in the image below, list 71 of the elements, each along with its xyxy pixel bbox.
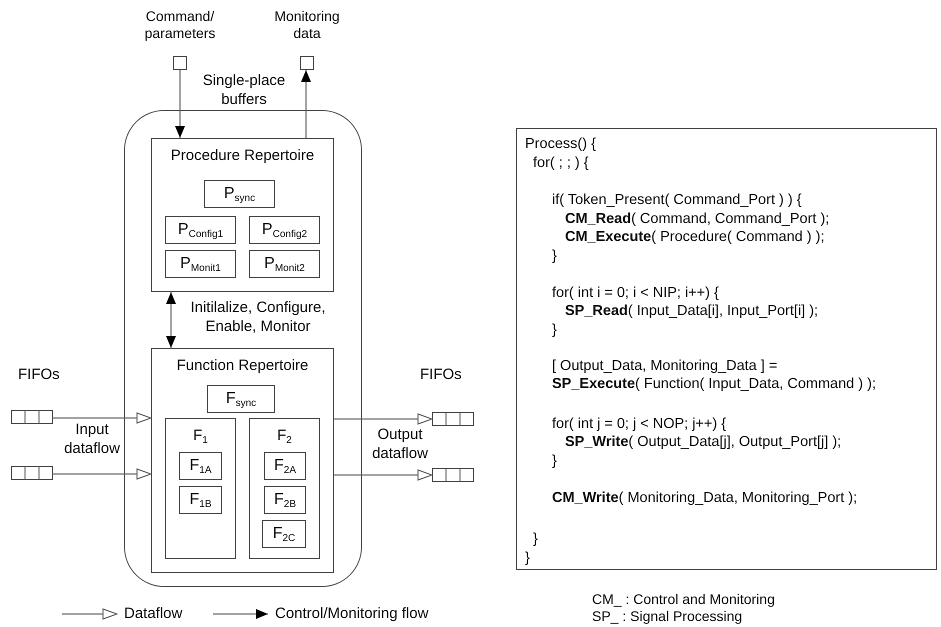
annotation-label: FIFOs [420, 366, 463, 385]
box-label: P$_{Monit1}$ [180, 254, 221, 274]
code-line: CM_Execute( Procedure( Command ) ); [565, 228, 824, 246]
code-line: } [533, 530, 538, 548]
fifo-queue [432, 412, 474, 426]
annotation-label: FIFOs [18, 366, 61, 385]
code-line: CM_Read( Command, Command_Port ); [565, 210, 830, 228]
function-box [207, 385, 275, 413]
box-label: F$_{2C}$ [272, 524, 296, 544]
fifo-queue [11, 466, 53, 480]
box-label: P$_{Config2}$ [262, 220, 308, 240]
function-box [264, 486, 306, 514]
code-line: if( Token_Present( Command_Port ) ) { [552, 191, 802, 209]
arrow [334, 414, 432, 424]
repertoire-box [151, 138, 334, 292]
code-line: } [525, 549, 530, 567]
procedure-box [165, 250, 236, 278]
arrow [334, 470, 432, 480]
function-box [262, 520, 306, 548]
fifo-queue [11, 410, 53, 424]
arrow [175, 70, 185, 138]
buffer-label: Monitoring data [273, 8, 341, 42]
box-label: F$_{1A}$ [189, 456, 212, 476]
function-box [264, 452, 306, 480]
fifo-queue [432, 468, 474, 482]
code-line: SP_Execute( Function( Input_Data, Command ) ); [552, 375, 876, 393]
annotation-label: Single-place buffers [202, 72, 286, 110]
box-label: F$_{2B}$ [274, 490, 296, 510]
box-title: F$_{1}$ [193, 427, 208, 444]
box-title: Procedure Repertoire [170, 147, 314, 164]
legend-text: Control/Monitoring flow [275, 605, 428, 623]
code-line: for( int i = 0; i < NIP; i++) { [552, 284, 719, 302]
arrow [52, 468, 152, 480]
process-container [124, 110, 362, 587]
procedure-box [204, 180, 275, 208]
box-label: P$_{Config1}$ [178, 220, 224, 240]
arrow [166, 292, 176, 348]
box-label: F$_{2A}$ [274, 456, 296, 476]
code-line: CM_Write( Monitoring_Data, Monitoring_Port ); [552, 489, 858, 507]
arrow [301, 70, 311, 138]
box-label: P$_{Monit2}$ [264, 254, 305, 274]
function-box [179, 486, 222, 514]
function-box [249, 418, 320, 559]
procedure-box [249, 250, 320, 278]
buffer-label: Command/ parameters [144, 8, 216, 42]
box-title: Function Repertoire [176, 357, 308, 374]
repertoire-box [151, 348, 334, 573]
box-title: F$_{2}$ [277, 427, 292, 444]
code-line: Process() { [525, 135, 596, 153]
box-label: F$_{1B}$ [189, 490, 212, 510]
code-line: } [552, 247, 557, 265]
code-line: } [552, 452, 557, 470]
note-text: SP_ : Signal Processing [592, 608, 744, 626]
annotation-label: Input dataflow [63, 421, 121, 458]
box-label: P$_{sync}$ [224, 184, 256, 204]
code-line: } [552, 321, 557, 339]
code-line: for( ; ; ) { [533, 154, 589, 172]
function-box [179, 452, 222, 480]
procedure-box [165, 216, 236, 244]
note-text: CM_ : Control and Monitoring [592, 591, 776, 608]
annotation-label: Output dataflow [371, 426, 429, 464]
code-box [516, 128, 937, 570]
arrow [52, 412, 152, 424]
legend-text: Dataflow [124, 605, 182, 623]
code-line: SP_Read( Input_Data[i], Input_Port[i] ); [565, 302, 818, 320]
code-line: [ Output_Data, Monitoring_Data ] = [552, 357, 778, 375]
code-line: SP_Write( Output_Data[j], Output_Port[j] ); [565, 433, 842, 451]
function-box [165, 418, 236, 559]
procedure-box [249, 216, 320, 244]
code-line: for( int j = 0; j < NOP; j++) { [552, 415, 726, 433]
box-label: F$_{sync}$ [226, 390, 256, 408]
